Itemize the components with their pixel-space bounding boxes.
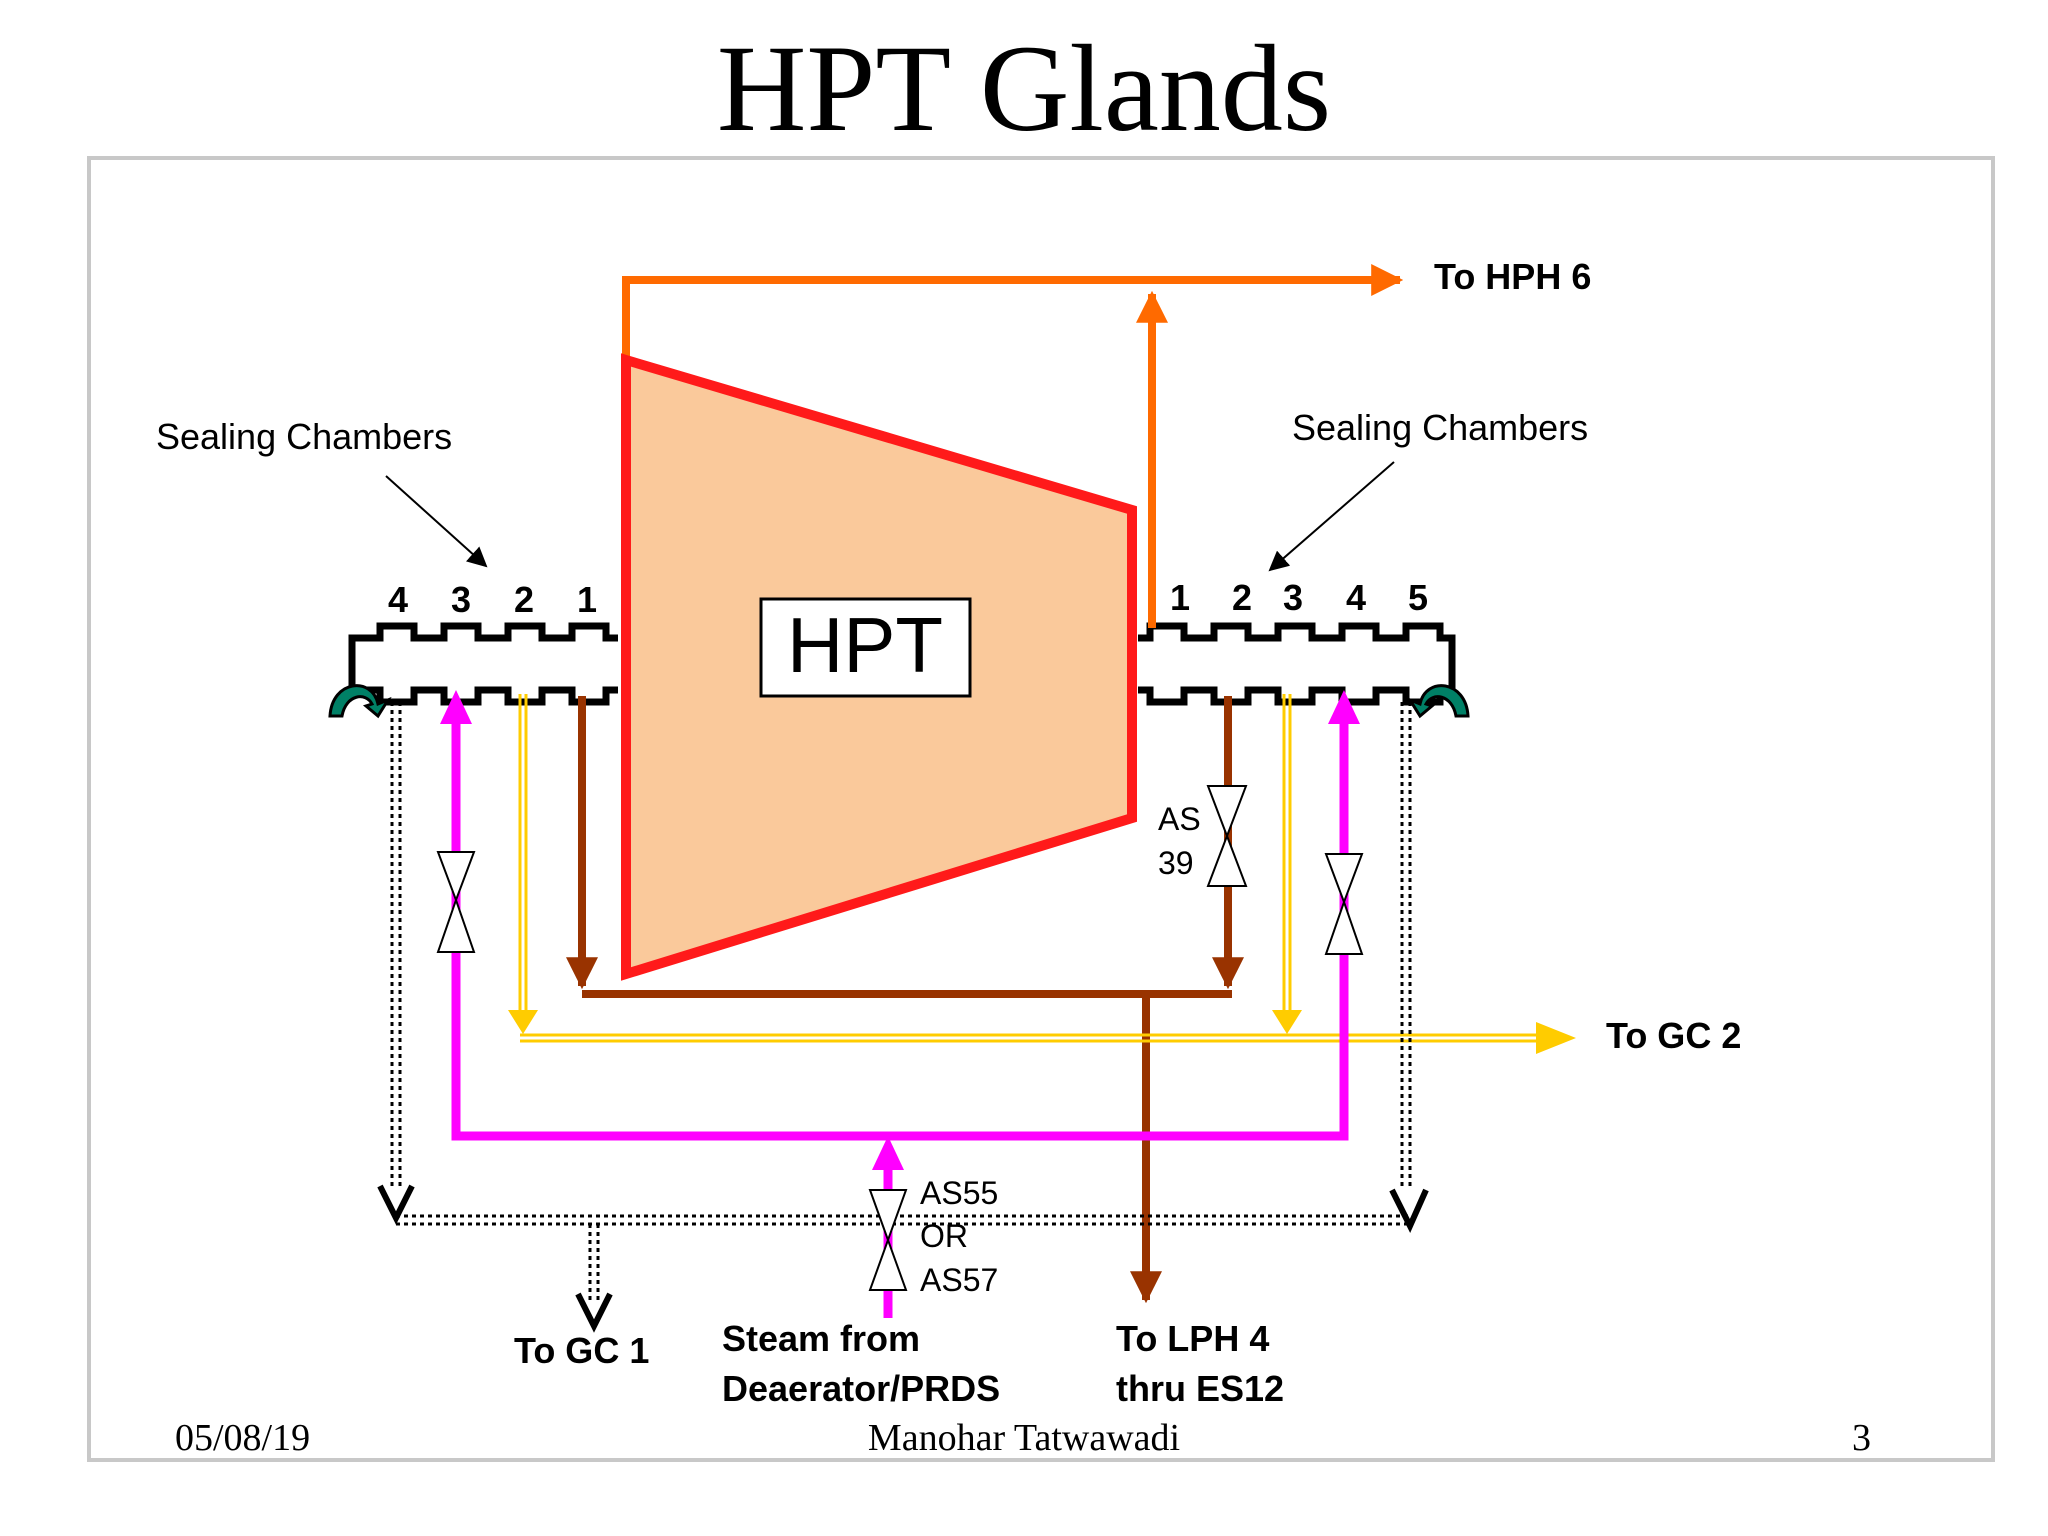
right-chamber-number: 1 — [1170, 577, 1190, 618]
left-chamber-number: 2 — [514, 579, 534, 620]
right-chamber-number: 5 — [1408, 577, 1428, 618]
right-sealing-chambers-label: Sealing Chambers — [1292, 407, 1588, 448]
footer-date: 05/08/19 — [175, 1417, 311, 1459]
lph4-leakoff-lines — [566, 696, 1244, 1304]
right-chamber-pointer — [1268, 461, 1395, 572]
footer-page-number: 3 — [1852, 1417, 1871, 1459]
lph4-via-label: thru ES12 — [1116, 1368, 1284, 1409]
right-rotation-arrow-icon — [1406, 684, 1470, 719]
valve-right-steam-icon[interactable] — [1324, 853, 1364, 955]
gc2-lines — [508, 694, 1576, 1054]
hpt-label-box — [759, 597, 972, 698]
valve-as39-label-line1: AS — [1158, 801, 1201, 837]
steam-from-label: Steam from — [722, 1318, 920, 1359]
valve-as39-icon[interactable] — [1206, 785, 1248, 887]
left-chamber-number: 1 — [577, 579, 597, 620]
valve-or-label: OR — [920, 1218, 968, 1254]
right-chamber-number: 4 — [1346, 577, 1366, 618]
valve-left-steam-icon[interactable] — [436, 851, 476, 953]
to-gc2-label: To GC 2 — [1606, 1015, 1741, 1056]
diagram-frame — [87, 156, 1995, 1462]
footer-author: Manohar Tatwawadi — [867, 1417, 1181, 1459]
left-gland-seal — [348, 622, 618, 706]
right-gland-seal — [1138, 622, 1456, 706]
gc1-drain-lines — [377, 702, 1429, 1333]
left-chamber-numbers: 4 3 2 1 — [388, 579, 597, 620]
hpt-label: HPT — [787, 601, 943, 689]
slide-title: HPT Glands — [716, 20, 1332, 157]
to-hph6-label: To HPH 6 — [1434, 256, 1591, 297]
to-gc1-label: To GC 1 — [514, 1330, 649, 1371]
right-chamber-number: 2 — [1232, 577, 1252, 618]
valve-as57-label: AS57 — [920, 1262, 998, 1298]
valve-as55-label: AS55 — [920, 1175, 998, 1211]
hph6-extraction-line — [622, 264, 1404, 360]
left-sealing-chambers-label: Sealing Chambers — [156, 416, 452, 457]
left-chamber-number: 3 — [451, 579, 471, 620]
valve-as55-as57-icon[interactable] — [868, 1189, 908, 1291]
steam-source-label: Deaerator/PRDS — [722, 1368, 1000, 1409]
right-chamber-number: 3 — [1283, 577, 1303, 618]
left-chamber-number: 4 — [388, 579, 408, 620]
left-chamber-pointer — [385, 475, 488, 568]
to-lph4-label: To LPH 4 — [1116, 1318, 1269, 1359]
left-rotation-arrow-icon — [328, 684, 392, 719]
steam-supply-lines — [440, 690, 1360, 1318]
right-chamber-numbers: 1 2 3 4 5 — [1170, 577, 1428, 618]
valve-as39-label-line2: 39 — [1158, 845, 1194, 881]
